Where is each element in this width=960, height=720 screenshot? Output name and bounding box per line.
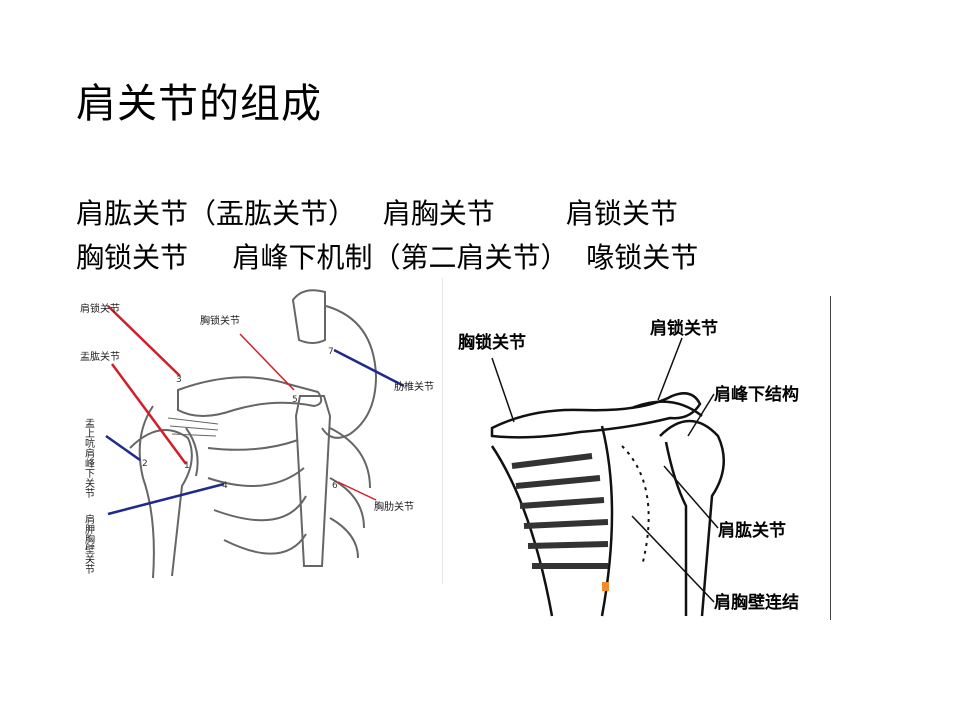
- acromion-shape: [631, 400, 703, 417]
- label-subacromial-vertical: 盂上吭肩峰下关节: [83, 418, 95, 499]
- number-5: 5: [292, 395, 298, 405]
- humerus-head: [129, 429, 193, 577]
- scapula-dotted: [621, 445, 650, 567]
- right-diagram-svg: 胸锁关节 肩锁关节 肩峰下结构 肩肱关节 肩胸壁连结: [458, 318, 799, 617]
- number-7: 7: [328, 347, 334, 357]
- leader-subacromial: [105, 434, 141, 462]
- label-scapulothoracic: 肩胸壁连结: [714, 592, 799, 613]
- number-2: 2: [142, 459, 148, 469]
- leader-sternoclavicular: [239, 333, 295, 391]
- number-1: 1: [184, 461, 190, 471]
- label-scapulothoracic: 肩胛胸壁关节: [83, 513, 95, 575]
- rib-right-3: [329, 517, 359, 559]
- number-6: 6: [332, 481, 338, 491]
- leader-glenohumeral: [110, 363, 188, 465]
- leader-sternocostal: [337, 481, 377, 501]
- sternum-shape: [294, 395, 332, 567]
- glenoid-line: [185, 427, 199, 477]
- clavicle-shape: [490, 392, 702, 439]
- label-glenohumeral: 盂肱关节: [80, 350, 120, 363]
- slide-title: 肩关节的组成: [76, 81, 322, 127]
- left-diagram-svg: 肩锁关节 盂肱关节 盂上吭肩峰下关节 肩胛胸壁关节 胸锁关节 肋椎关节 胸肋关节…: [80, 289, 434, 579]
- right-shoulder-diagram: 胸锁关节 肩锁关节 肩峰下结构 肩肱关节 肩胸壁连结: [452, 296, 831, 620]
- leader-subacromial: [687, 393, 715, 437]
- leader-scapulothoracic: [107, 482, 225, 516]
- leader-acromioclavicular: [657, 337, 683, 401]
- ribcage-left: [490, 445, 554, 617]
- clavicle-shape: [177, 376, 323, 417]
- label-acromioclavicular: 肩锁关节: [650, 318, 718, 339]
- humerus-shaft: [664, 441, 688, 616]
- label-scapulothoracic-vertical: 肩胛胸壁关节: [83, 513, 95, 575]
- label-sternoclavicular: 胸锁关节: [458, 332, 526, 353]
- leader-costovertebral: [333, 348, 405, 388]
- number-4: 4: [222, 481, 228, 491]
- ligament-lines: [167, 417, 219, 437]
- label-acromioclavicular: 肩锁关节: [80, 302, 120, 315]
- rib-2: [207, 467, 305, 487]
- label-glenohumeral: 肩肱关节: [718, 520, 786, 541]
- rib-bars: [511, 453, 609, 569]
- humerus-head: [659, 419, 725, 617]
- label-subacromial: 肩峰下结构: [714, 384, 799, 405]
- number-3: 3: [176, 375, 182, 385]
- rib-1: [207, 439, 299, 451]
- joint-list-line-2: 胸锁关节 肩峰下机制（第二肩关节） 喙锁关节: [76, 241, 699, 274]
- label-sternoclavicular: 胸锁关节: [200, 314, 240, 327]
- rib-3: [213, 495, 307, 522]
- left-shoulder-diagram: 肩锁关节 盂肱关节 盂上吭肩峰下关节 肩胛胸壁关节 胸锁关节 肋椎关节 胸肋关节…: [68, 278, 443, 584]
- label-subacromial: 盂上吭肩峰下关节: [83, 418, 95, 499]
- scapula-edge: [138, 405, 155, 579]
- joint-list-line-1: 肩肱关节（盂肱关节） 肩胸关节 肩锁关节: [76, 197, 678, 230]
- leader-glenohumeral: [663, 465, 719, 529]
- rib-arc-top: [321, 305, 378, 439]
- label-sternocostal: 胸肋关节: [374, 500, 414, 513]
- rib-4: [223, 533, 307, 555]
- accent-marker: [602, 582, 609, 591]
- vertebra-shape: [291, 289, 326, 344]
- leader-sternoclavicular: [491, 357, 515, 423]
- rib-right-2: [329, 477, 365, 529]
- label-costovertebral: 肋椎关节: [394, 380, 434, 393]
- leader-scapulothoracic: [631, 515, 715, 603]
- rib-right-1: [329, 427, 371, 489]
- leader-acromioclavicular: [107, 305, 181, 377]
